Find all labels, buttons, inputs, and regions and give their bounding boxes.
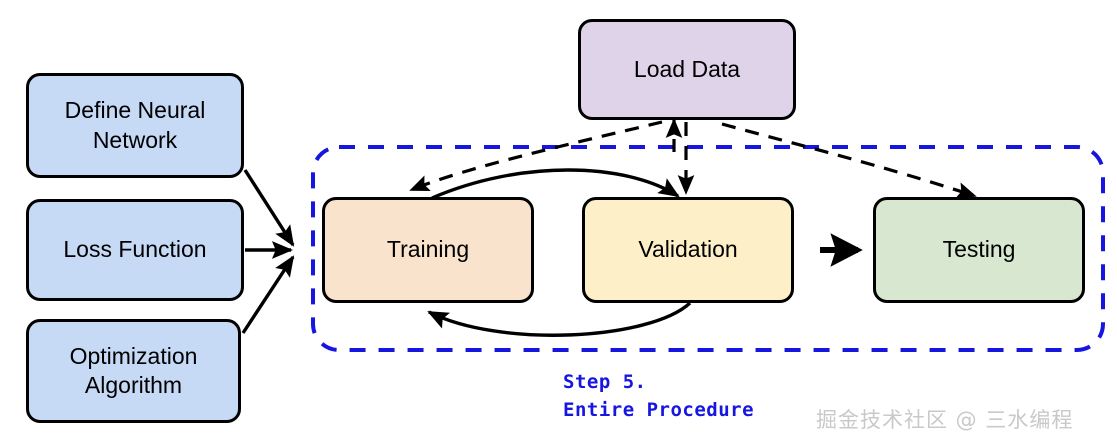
node-loss-function-label: Loss Function — [63, 236, 207, 263]
edge-load-data-to-testing — [721, 122, 977, 199]
node-load-data-label: Load Data — [633, 55, 741, 82]
node-load-data[interactable]: Load Data — [578, 19, 796, 120]
watermark-text: 掘金技术社区 @ 三水编程 — [816, 408, 1074, 432]
edge-training-to-validation — [431, 168, 680, 200]
node-validation-label: Validation — [638, 236, 738, 263]
edge-optimization-algorithm — [241, 255, 295, 334]
node-loss-function[interactable]: Loss Function — [26, 199, 244, 301]
edge-define-neural-network — [243, 169, 295, 247]
node-validation[interactable]: Validation — [582, 197, 794, 303]
node-testing[interactable]: Testing — [873, 197, 1085, 303]
procedure-caption: Step 5. Entire Procedure — [563, 371, 755, 421]
edge-validation-to-training — [427, 301, 692, 337]
node-training[interactable]: Training — [322, 197, 534, 303]
node-define-neural-network[interactable]: Define Neural Network — [26, 73, 244, 178]
node-testing-label: Testing — [942, 236, 1016, 263]
procedure-group-boundary — [311, 145, 1105, 352]
node-training-label: Training — [386, 236, 470, 263]
node-optimization-algorithm-label: Optimization Algorithm — [69, 342, 198, 398]
node-optimization-algorithm[interactable]: Optimization Algorithm — [26, 319, 241, 423]
node-define-neural-network-label: Define Neural Network — [64, 97, 206, 153]
edge-load-data-to-training — [409, 120, 663, 192]
